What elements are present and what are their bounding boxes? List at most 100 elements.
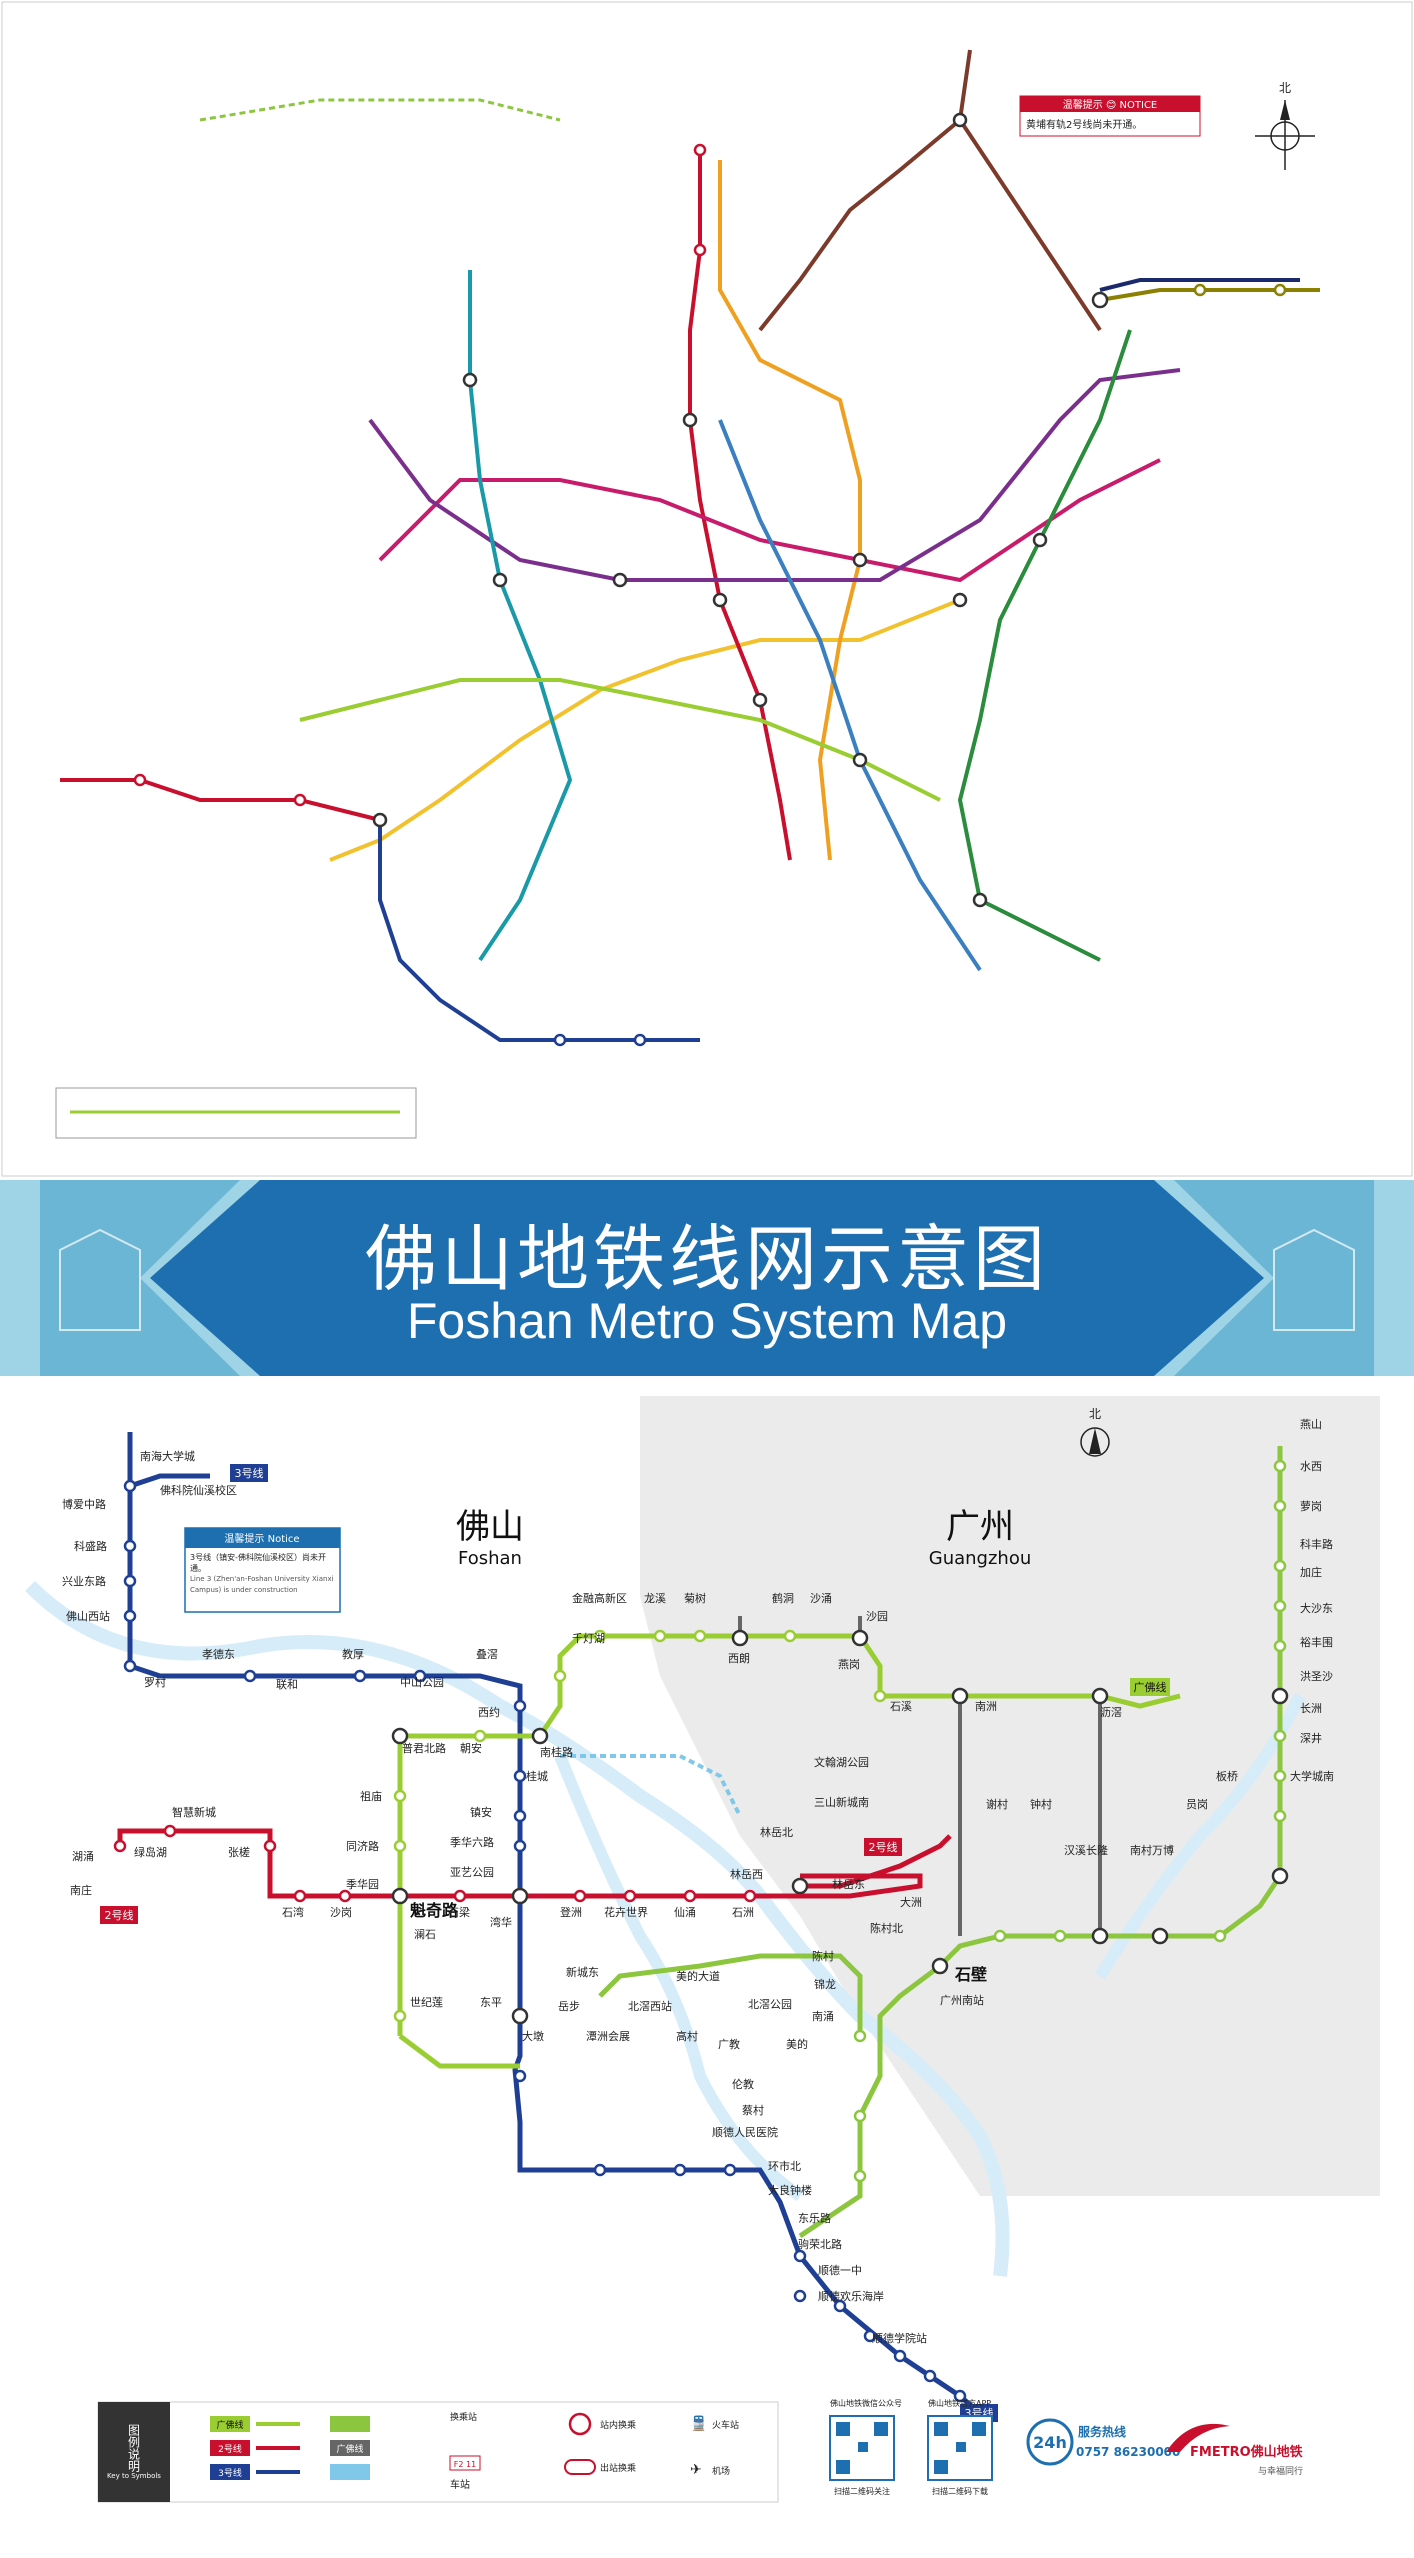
stn-shayuan: 沙园 [866, 1610, 888, 1623]
stn-sanshan: 三山新城南 [814, 1795, 869, 1809]
footer-hotline-label: 服务热线 [1078, 2424, 1126, 2439]
stn-shenjing: 深井 [1300, 1731, 1322, 1745]
fs-line-7-foshan [598, 1953, 863, 2036]
banner-title-en: Foshan Metro System Map [406, 1293, 1008, 1349]
fs-guangfo-south [398, 2034, 520, 2069]
stn-shunde-hosp: 顺德人民医院 [712, 2125, 778, 2139]
top-notice-box: 温馨提示 😊 NOTICE 黄埔有轨2号线尚未开通。 [1019, 95, 1201, 137]
foshan-notice-text: 3号线（镇安-佛科院仙溪校区）尚未开通。 [190, 1553, 326, 1573]
stn-wanhua: 湾华 [490, 1915, 512, 1929]
stn-beizhu: 北滘西站 [628, 1999, 672, 2013]
legend-station: 车站 [450, 2478, 470, 2491]
badge-guangfo: 广佛线 [1134, 1680, 1167, 1694]
stn-jiaohou: 教厚 [342, 1648, 364, 1661]
stn-xiaode: 孝德东 [202, 1647, 235, 1661]
fmetro-logo-icon [1166, 2423, 1230, 2452]
footer-app: 佛山地铁官方APP [928, 2398, 991, 2408]
stn-dongping: 东平 [480, 1996, 502, 2009]
gz-fs-line-2 [60, 778, 381, 822]
stn-shagang: 沙岗 [330, 1906, 352, 1919]
stn-nanyong: 南涌 [812, 2010, 834, 2023]
stn-yuebu: 岳步 [558, 2000, 580, 2013]
badge-line3-top: 3号线 [235, 1466, 264, 1480]
guangzhou-network-map: 温馨提示 😊 NOTICE 黄埔有轨2号线尚未开通。 北 [0, 0, 1414, 1180]
gz-line-14b [958, 118, 1102, 332]
footer-brand: FMETRO佛山地铁 [1190, 2444, 1303, 2460]
stn-zhen-an: 镇安 [470, 1805, 492, 1819]
city-guangzhou-zh: 广州 [946, 1507, 1014, 1547]
stn-jinrong: 金融高新区 [572, 1591, 627, 1605]
stn-nanhai-univ: 南海大学城 [140, 1449, 195, 1463]
stn-xiejiao: 谢村 [986, 1797, 1008, 1811]
stn-shunde1: 顺德一中 [818, 2263, 862, 2277]
stn-dazhou: 大洲 [900, 1895, 922, 1909]
qr-code-wechat [836, 2422, 888, 2474]
stn-beijiao: 北滘公园 [748, 1998, 792, 2011]
banner-title-zh: 佛山地铁线网示意图 [364, 1217, 1049, 1301]
stn-meide: 美的 [786, 2037, 808, 2051]
stn-huahuan: 花卉世界 [604, 1906, 648, 1919]
stn-jihua: 季华园 [346, 1877, 379, 1891]
stn-zumiao: 祖庙 [360, 1789, 382, 1803]
stn-longxi: 龙溪 [644, 1592, 666, 1605]
stn-meideadao: 美的大道 [676, 1969, 720, 1983]
city-foshan-en: Foshan [458, 1548, 522, 1569]
legend-out-interchange: 出站换乘 [600, 2462, 636, 2474]
stn-lunjiao: 伦教 [732, 2077, 754, 2091]
stn-zhidao: 智慧新城 [172, 1805, 216, 1819]
stn-linyuebei: 林岳北 [760, 1825, 793, 1839]
stn-nancun: 南村万博 [1130, 1843, 1174, 1857]
stn-shizhou: 石洲 [732, 1906, 754, 1919]
fs-guangfo [397, 1633, 1181, 2036]
stn-xilang: 西朗 [728, 1652, 750, 1665]
hotline-24h-icon: 24h [1033, 2433, 1067, 2452]
river [25, 1581, 1010, 2277]
fs-line-3-top [129, 1473, 210, 1489]
stn-xingye: 兴业东路 [62, 1575, 106, 1588]
top-notice-title: 温馨提示 😊 NOTICE [1063, 98, 1158, 111]
stn-juyong: 驹荣北路 [798, 2237, 842, 2251]
foshan-notice-box: 温馨提示 Notice 3号线（镇安-佛科院仙溪校区）尚未开通。 Line 3 … [184, 1527, 341, 1613]
stn-nanzhou: 南洲 [975, 1700, 997, 1713]
stn-kesheng: 科盛路 [74, 1539, 107, 1553]
gz-line-9 [199, 98, 561, 122]
stn-guangjiao: 广教 [718, 2038, 740, 2051]
stn-dadun: 大墩 [522, 2029, 544, 2043]
fs-line-3 [127, 1432, 987, 2420]
footer: 佛山地铁微信公众号 扫描二维码关注 佛山地铁官方APP 扫描二维码下载 24h … [829, 2398, 1303, 2496]
gz-line-4 [957, 329, 1132, 962]
gz-guangfo-line [299, 678, 941, 802]
stn-hubo: 湖涌 [72, 1850, 94, 1863]
stn-lanshi: 澜石 [414, 1927, 436, 1941]
legend-airport: 机场 [712, 2465, 730, 2477]
badge-line2-west: 2号线 [105, 1908, 134, 1922]
footer-scan1: 扫描二维码关注 [834, 2486, 890, 2496]
gz-line-8 [468, 270, 573, 962]
stn-qiandeng: 千灯湖 [572, 1632, 605, 1645]
stn-banqiao: 板桥 [1216, 1769, 1238, 1783]
stn-gaocun: 高村 [676, 2029, 698, 2043]
stn-chencunbei: 陈村北 [870, 1921, 903, 1935]
stn-shiyan: 石溪 [890, 1700, 912, 1713]
stn-jinlong: 锦龙 [814, 1977, 836, 1991]
stn-pujun: 普君北路 [402, 1741, 446, 1755]
stn-shundebay: 顺德欢乐海岸 [818, 2289, 884, 2303]
stn-linyuedong: 林岳东 [832, 1877, 865, 1891]
stn-dengzhou: 登洲 [560, 1905, 582, 1919]
top-notice-text: 黄埔有轨2号线尚未开通。 [1026, 118, 1142, 131]
fs-line2-stations [113, 1824, 809, 1905]
fs-station-labels: 南海大学城 佛科院仙溪校区 博爱中路 科盛路 兴业东路 佛山西站 罗村 孝德东 … [62, 1418, 1334, 2345]
stn-xinchengdong: 新城东 [566, 1965, 599, 1979]
banner-decoration [0, 1180, 1414, 1376]
top-compass: 北 [1255, 81, 1315, 170]
title-banner: 佛山地铁线网示意图 Foshan Metro System Map [0, 1180, 1414, 1376]
stn-yuancun: 员岗 [1186, 1798, 1208, 1811]
gz-line-21 [1099, 278, 1300, 292]
stn-shishan: 石壁 [954, 1965, 987, 1984]
stn-dongle: 东乐路 [798, 2212, 831, 2225]
stn-fokey: 佛科院仙溪校区 [160, 1483, 237, 1497]
footer-scan2: 扫描二维码下载 [932, 2486, 988, 2496]
gz-line-18 [718, 419, 982, 972]
stn-shuixi: 水西 [1300, 1460, 1322, 1473]
